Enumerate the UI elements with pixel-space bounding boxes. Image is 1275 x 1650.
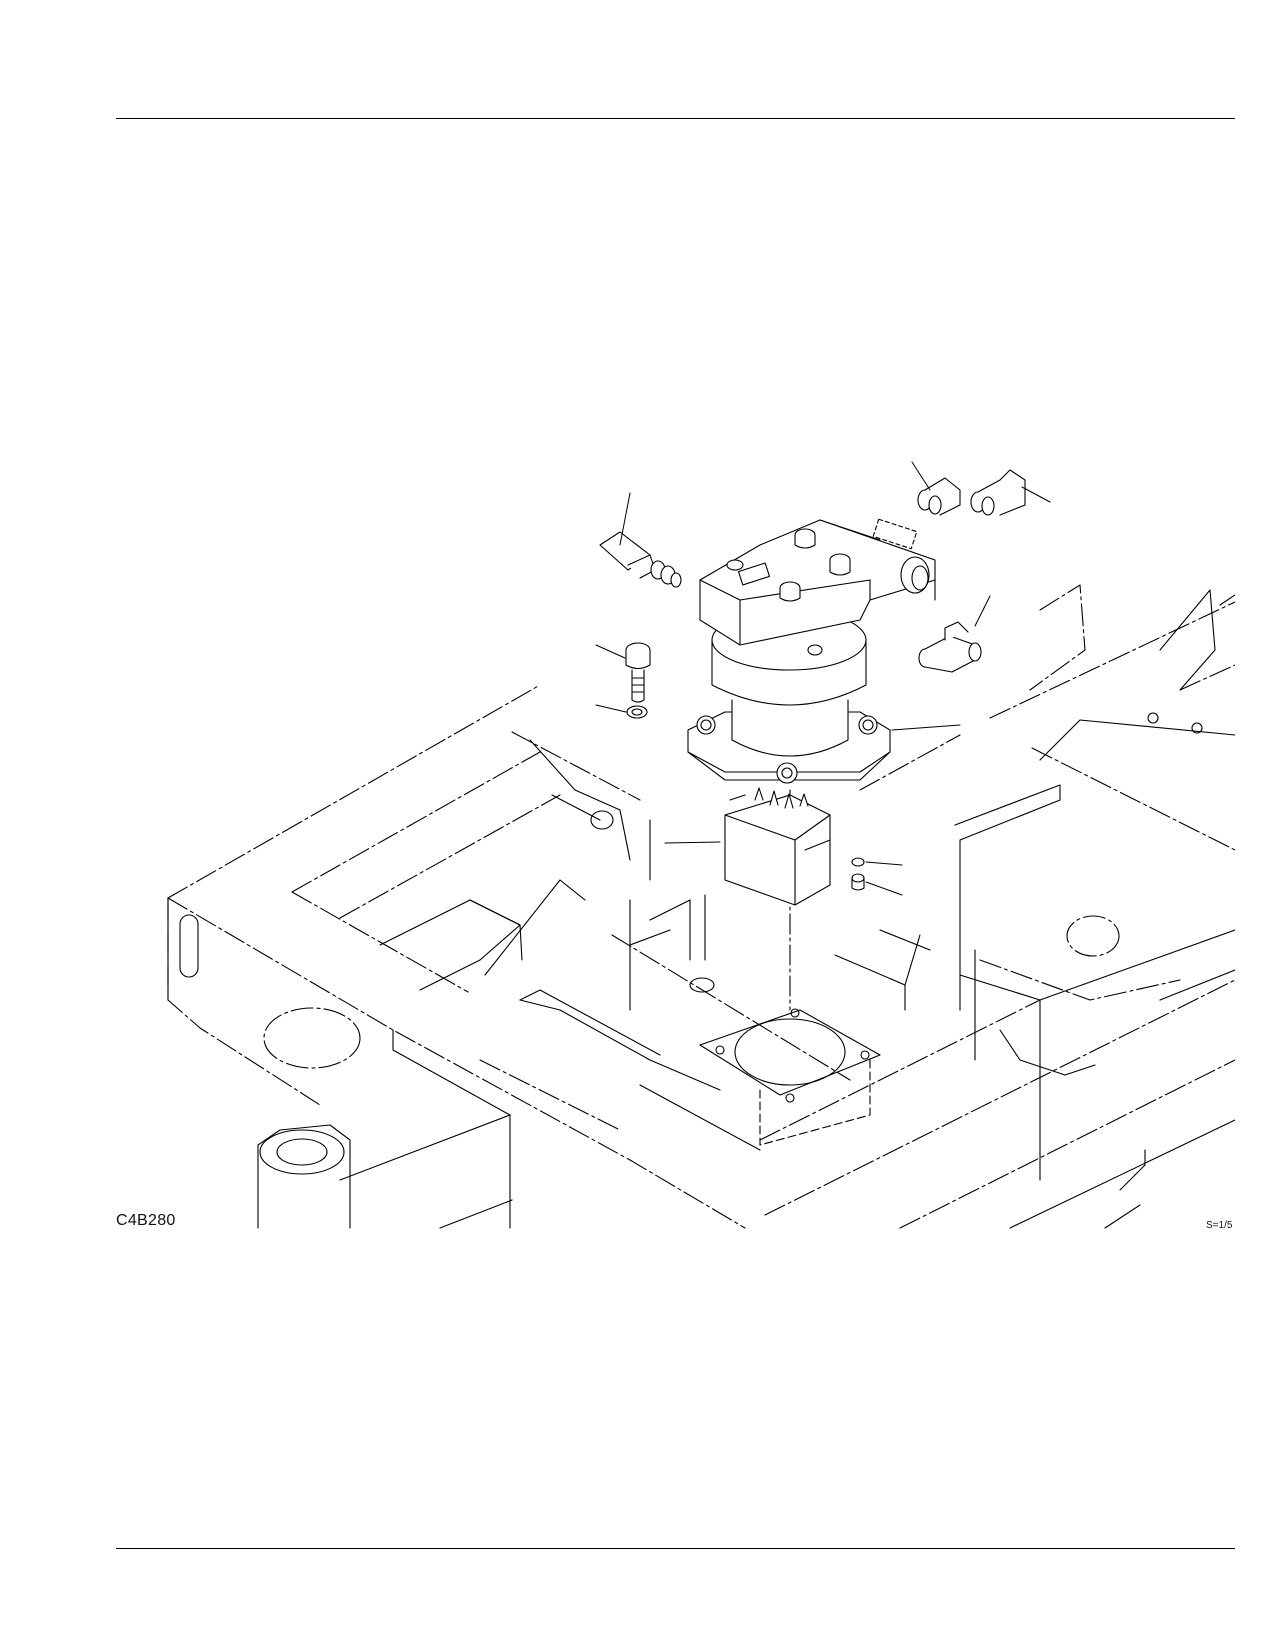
frame-edges xyxy=(167,589,1235,1229)
bolt-right xyxy=(851,873,865,891)
tee-fitting xyxy=(918,621,982,673)
swing-motor xyxy=(687,518,936,906)
scale-label: S=1/5 xyxy=(1206,1220,1233,1231)
figure-code: C4B280 xyxy=(116,1212,176,1229)
mounting-plate xyxy=(699,1008,881,1146)
washer-right xyxy=(851,857,865,867)
washer-left xyxy=(626,705,648,719)
fitting-top-1 xyxy=(917,477,961,516)
footer-rule xyxy=(116,1548,1235,1549)
fitting-top-2-elbow xyxy=(970,469,1026,516)
bolt-left xyxy=(625,642,651,703)
frame-outline xyxy=(167,584,1235,1229)
leader-lines xyxy=(595,461,1051,896)
header-rule xyxy=(116,118,1235,119)
fitting-left xyxy=(599,531,682,588)
